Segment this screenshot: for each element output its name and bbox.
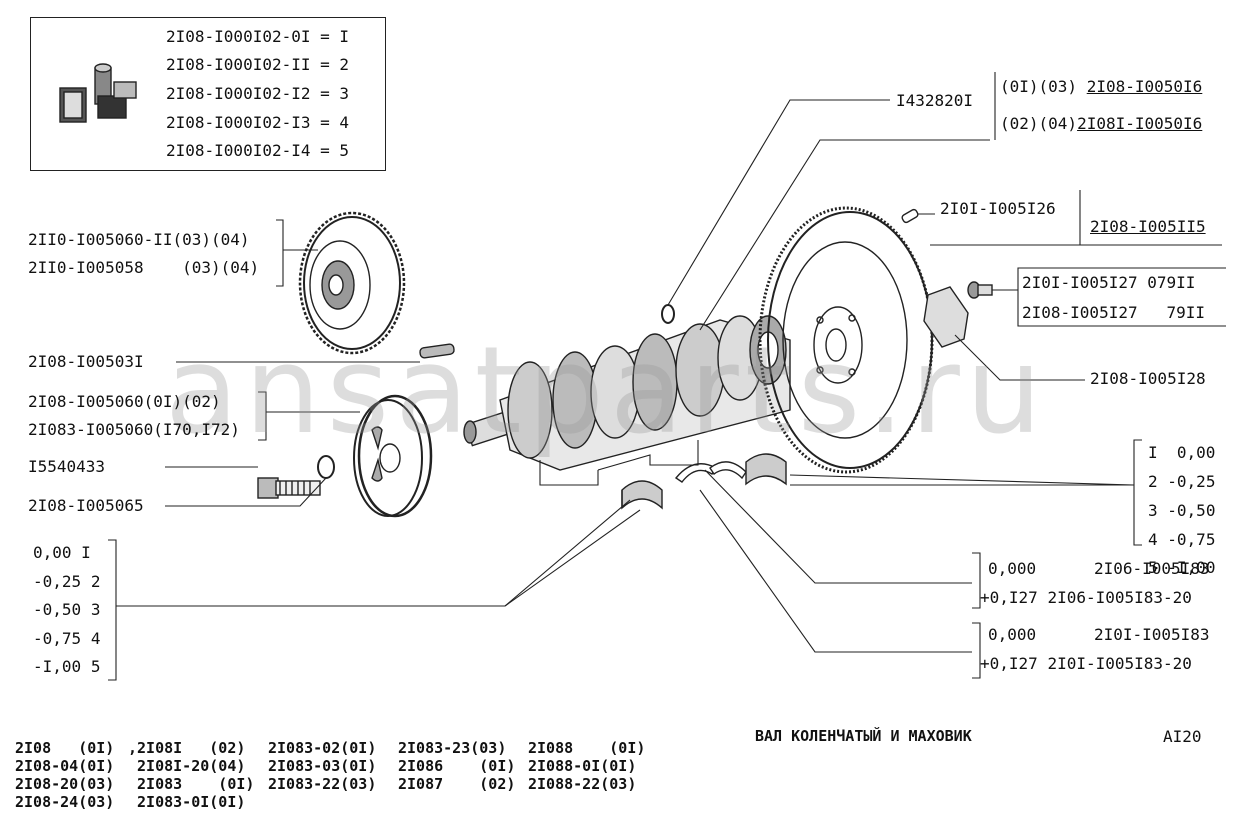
legend-row: 2I08-I000I02-I2 = 3: [166, 84, 350, 103]
exploded-view-drawing: [59, 63, 1226, 681]
label-key: 2I08-I00503I: [28, 352, 144, 371]
watermark: ansatparts.ru: [165, 322, 1048, 461]
thrust-a-row: 0,000 2I06-I005I83: [988, 559, 1210, 578]
oil-seal: [661, 304, 675, 324]
label-pulley-b: 2II0-I005058 (03)(04): [28, 258, 260, 277]
legend-row: 2I08-I000I02-I3 = 4: [166, 113, 350, 132]
label-pulley-bolt: I5540433: [28, 457, 106, 476]
label-bolt-kit-b: (02)(04)2I08I-I0050I6: [1000, 114, 1203, 133]
page-code: AI20: [1163, 727, 1202, 746]
damper-pulley: [298, 211, 406, 355]
main-bearing-size-row: -0,25 2: [33, 572, 101, 591]
label-pulley-hub-b: 2I083-I005060(I70,I72): [28, 420, 240, 439]
main-bearing-size-row: 0,00 I: [33, 543, 91, 562]
flywheel-bolt: [967, 281, 993, 299]
thrust-half-ring-b: [709, 461, 747, 480]
main-bearing-size-row: -0,75 4: [33, 629, 101, 648]
thrust-half-ring-a: [674, 463, 718, 483]
legend-row: 2I08-I000I02-I4 = 5: [166, 141, 350, 160]
crankshaft: [463, 315, 791, 471]
thrust-b-row: 0,000 2I0I-I005I83: [988, 625, 1210, 644]
label-pulley-washer: 2I08-I005065: [28, 496, 144, 515]
bearing-shell-icon: [59, 63, 137, 123]
rod-bearing-size-row: 2 -0,25: [1148, 472, 1216, 491]
models-col-2: ,2I08I (02) 2I08I-20(04) 2I083 (0I) 2I08…: [128, 739, 255, 811]
models-col-3: 2I083-02(0I)2I083-03(0I)2I083-22(03): [268, 739, 377, 793]
label-seal: I432820I: [896, 91, 974, 110]
pulley-hub: [353, 394, 433, 518]
label-flywheel: 2I08-I005II5: [1090, 217, 1206, 236]
page-title: ВАЛ КОЛЕНЧАТЫЙ И МАХОВИК: [755, 727, 972, 745]
thrust-b-row: +0,I27 2I0I-I005I83-20: [980, 654, 1192, 673]
flywheel-washer-plate: [923, 286, 969, 348]
label-flywheel-bolt-b: 2I08-I005I27 79II: [1022, 303, 1206, 322]
dowel-pin: [901, 208, 919, 224]
legend-row: 2I08-I000I02-II = 2: [166, 55, 350, 74]
rod-bearing-size-row: 5 -I,00: [1148, 558, 1216, 577]
rod-bearing-size-row: 3 -0,50: [1148, 501, 1216, 520]
models-col-4: 2I083-23(03)2I086 (0I)2I087 (02): [398, 739, 516, 793]
main-bearing-size-row: -0,50 3: [33, 600, 101, 619]
rod-bearing-size-row: I 0,00: [1148, 443, 1216, 462]
crank-key: [419, 343, 455, 359]
pulley-bolt: [257, 477, 321, 499]
thrust-a-row: +0,I27 2I06-I005I83-20: [980, 588, 1192, 607]
flywheel: [758, 206, 934, 474]
legend-box: 2I08-I000I02-0I = I 2I08-I000I02-II = 2 …: [30, 17, 386, 171]
rod-bearing-size-row: 4 -0,75: [1148, 530, 1216, 549]
label-pulley-hub-a: 2I08-I005060(0I)(02): [28, 392, 221, 411]
main-bearing-shell: [621, 480, 663, 510]
models-col-1: 2I08 (0I)2I08-04(0I)2I08-20(03)2I08-24(0…: [15, 739, 115, 811]
label-dowel-pin: 2I0I-I005I26: [940, 199, 1056, 218]
rod-bearing-shell: [745, 453, 787, 486]
label-pulley-a: 2II0-I005060-II(03)(04): [28, 230, 250, 249]
label-bolt-kit-a: (0I)(03) 2I08-I0050I6: [1000, 77, 1203, 96]
legend-row: 2I08-I000I02-0I = I: [166, 27, 350, 46]
models-col-5: 2I088 (0I)2I088-0I(0I)2I088-22(03): [528, 739, 646, 793]
label-flywheel-washer: 2I08-I005I28: [1090, 369, 1206, 388]
main-bearing-size-row: -I,00 5: [33, 657, 101, 676]
label-flywheel-bolt-a: 2I0I-I005I27 079II: [1022, 273, 1196, 292]
